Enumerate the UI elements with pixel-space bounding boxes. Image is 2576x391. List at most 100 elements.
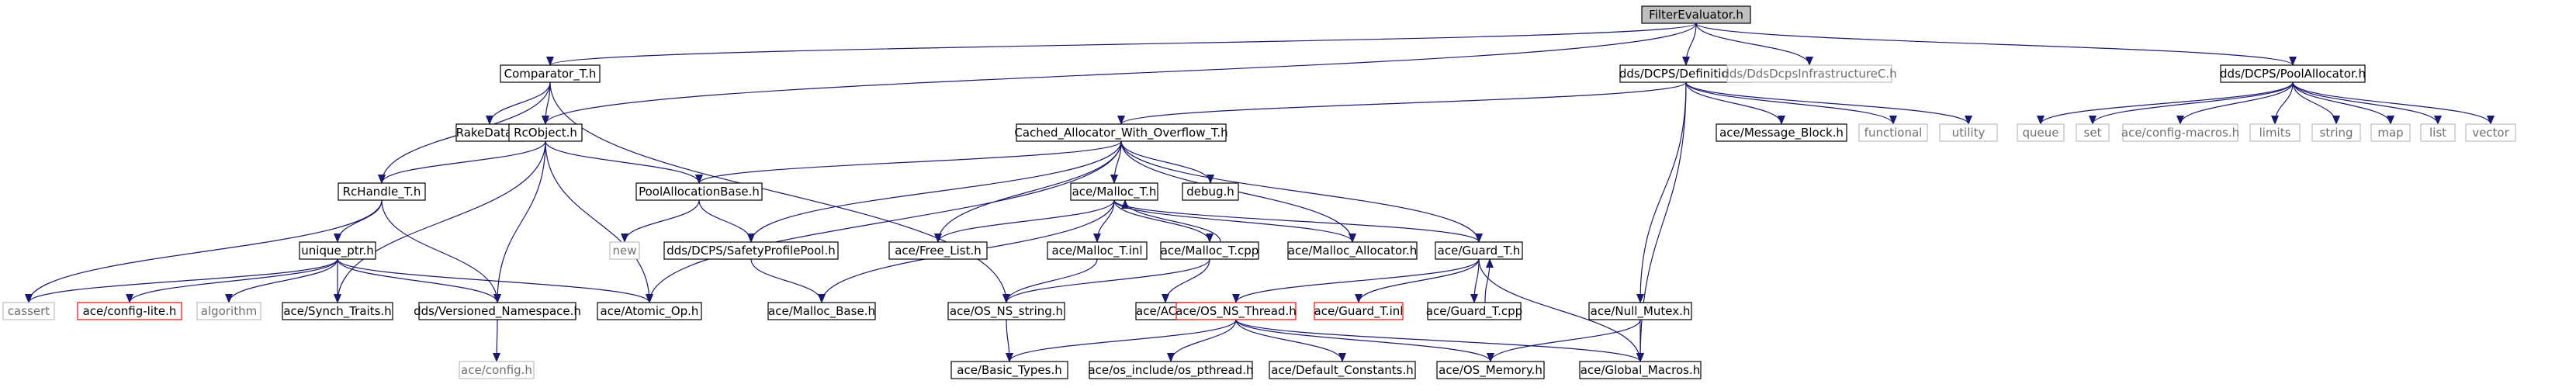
edge-malloct-to-freelist <box>934 199 1115 243</box>
edge-poolalloc-to-map <box>2292 81 2394 125</box>
node-infra[interactable]: dds/DdsDcpsInfrastructureC.h <box>1722 64 1897 83</box>
node-malloctcpp[interactable]: ace/Malloc_T.cpp <box>1160 241 1259 260</box>
node-algorithm[interactable]: algorithm <box>196 302 261 320</box>
node-string[interactable]: string <box>2311 123 2361 142</box>
edge-poolalloc-to-list <box>2292 81 2442 125</box>
edge-rcobject-to-rchandle <box>378 140 546 184</box>
edge-cached-to-safetypool <box>747 140 1122 243</box>
node-box <box>508 123 583 142</box>
node-label: ace/config-lite.h <box>83 304 177 318</box>
node-label: ace/config.h <box>461 363 532 377</box>
node-configmacros[interactable]: ace/config-macros.h <box>2121 123 2239 142</box>
node-ospthread[interactable]: ace/os_include/os_pthread.h <box>1088 361 1254 379</box>
node-globalmacros[interactable]: ace/Global_Macros.h <box>1579 361 1702 379</box>
node-config[interactable]: ace/config.h <box>459 361 535 379</box>
node-atomicop[interactable]: ace/Atomic_Op.h <box>597 302 702 320</box>
edge-poolalloc-to-string <box>2292 81 2340 125</box>
node-vector[interactable]: vector <box>2465 123 2516 142</box>
edge-malloctcpp-to-osnsstring <box>1002 258 1210 303</box>
node-label: ace/OS_NS_string.h <box>950 304 1063 319</box>
node-rakedata[interactable]: RakeData.h <box>455 123 524 142</box>
edge-cached-to-debug <box>1120 140 1214 184</box>
edge-osnsstring-to-basictypes <box>1005 319 1013 362</box>
node-nullmutex[interactable]: ace/Null_Mutex.h <box>1588 302 1692 320</box>
node-poolalloc[interactable]: dds/DCPS/PoolAllocator.h <box>2220 64 2366 83</box>
node-malloctinl[interactable]: ace/Malloc_T.inl <box>1047 241 1148 260</box>
edge-rcobject-to-synchtraits <box>334 140 546 303</box>
node-poolallocbase[interactable]: PoolAllocationBase.h <box>635 182 763 201</box>
node-mallocallocator[interactable]: ace/Malloc_Allocator.h <box>1287 241 1418 260</box>
edge-poolalloc-to-vector <box>2292 81 2495 125</box>
edge-malloctcpp-to-aceh <box>1162 258 1210 303</box>
node-box <box>1427 302 1522 320</box>
node-label: ace/Global_Macros.h <box>1581 363 1701 378</box>
edge-poolalloc-to-queue <box>2037 81 2294 125</box>
node-filter[interactable]: FilterEvaluator.h <box>1641 5 1751 24</box>
node-comparator[interactable]: Comparator_T.h <box>500 64 601 83</box>
node-label: dds/DCPS/SafetyProfilePool.h <box>667 244 836 258</box>
node-utility[interactable]: utility <box>1939 123 1998 142</box>
edge-guardt-to-globalmacros <box>1478 258 1644 362</box>
node-label: map <box>2377 126 2403 140</box>
node-malloct[interactable]: ace/Malloc_T.h <box>1070 182 1158 201</box>
node-box <box>196 302 261 320</box>
node-box <box>500 64 601 83</box>
node-guardt[interactable]: ace/Guard_T.h <box>1435 241 1523 260</box>
node-label: ace/Guard_T.h <box>1438 244 1521 258</box>
edge-cached-to-poolallocbase <box>695 140 1122 184</box>
node-osnsstring[interactable]: ace/OS_NS_string.h <box>947 302 1065 320</box>
node-mallocbase[interactable]: ace/Malloc_Base.h <box>767 302 876 320</box>
node-basictypes[interactable]: ace/Basic_Types.h <box>950 361 1068 379</box>
node-functional[interactable]: functional <box>1858 123 1928 142</box>
node-guardtinl[interactable]: ace/Guard_T.inl <box>1314 302 1404 320</box>
node-box <box>2311 123 2361 142</box>
node-osnsthread[interactable]: ace/OS_NS_Thread.h <box>1175 302 1297 320</box>
node-freelist[interactable]: ace/Free_List.h <box>888 241 988 260</box>
node-definitions[interactable]: dds/DCPS/Definitions.h <box>1619 64 1753 83</box>
node-map[interactable]: map <box>2370 123 2411 142</box>
node-box <box>1436 361 1545 379</box>
node-rcobject[interactable]: RcObject.h <box>508 123 583 142</box>
node-osmemory[interactable]: ace/OS_Memory.h <box>1436 361 1545 379</box>
node-synchtraits[interactable]: ace/Synch_Traits.h <box>282 302 393 320</box>
node-cached[interactable]: Cached_Allocator_With_Overflow_T.h <box>1014 123 1228 142</box>
node-versioned[interactable]: dds/Versioned_Namespace.h <box>414 302 581 320</box>
edge-osnsthread-to-defconst <box>1235 319 1346 362</box>
node-msgblock[interactable]: ace/Message_Block.h <box>1716 123 1847 142</box>
node-rchandle[interactable]: RcHandle_T.h <box>338 182 426 201</box>
node-label: ace/config-macros.h <box>2121 126 2239 140</box>
node-configlite[interactable]: ace/config-lite.h <box>77 302 182 320</box>
node-box <box>1579 361 1702 379</box>
node-new[interactable]: new <box>609 241 640 260</box>
node-label: dds/Versioned_Namespace.h <box>414 304 581 319</box>
edge-definitions-to-msgblock <box>1685 81 1785 125</box>
node-cassert[interactable]: cassert <box>2 302 55 320</box>
node-label: Cached_Allocator_With_Overflow_T.h <box>1014 126 1227 140</box>
node-set[interactable]: set <box>2076 123 2110 142</box>
node-uniqueptr[interactable]: unique_ptr.h <box>299 241 376 260</box>
node-queue[interactable]: queue <box>2017 123 2065 142</box>
node-limits[interactable]: limits <box>2249 123 2301 142</box>
node-list[interactable]: list <box>2420 123 2456 142</box>
node-box <box>282 302 393 320</box>
edge-guardtcpp-to-guardt <box>1484 258 1494 303</box>
node-box <box>947 302 1065 320</box>
node-label: ace/Malloc_Allocator.h <box>1288 244 1417 258</box>
node-label: ace/os_include/os_pthread.h <box>1088 363 1253 378</box>
edge-rcobject-to-atomicop <box>545 140 653 303</box>
node-box <box>418 302 576 320</box>
edge-definitions-to-nullmutex <box>1636 81 1687 303</box>
node-box <box>1182 182 1239 201</box>
node-debug[interactable]: debug.h <box>1182 182 1239 201</box>
node-label: RakeData.h <box>456 126 524 140</box>
node-label: vector <box>2472 126 2509 140</box>
node-label: Comparator_T.h <box>504 67 597 81</box>
node-guardtcpp[interactable]: ace/Guard_T.cpp <box>1426 302 1522 320</box>
node-box <box>597 302 702 320</box>
node-defconst[interactable]: ace/Default_Constants.h <box>1269 361 1416 379</box>
edge-rchandle-to-uniqueptr <box>334 199 383 243</box>
node-label: unique_ptr.h <box>301 244 373 258</box>
node-box <box>1016 123 1227 142</box>
node-label: ace/Message_Block.h <box>1719 126 1844 140</box>
node-safetypool[interactable]: dds/DCPS/SafetyProfilePool.h <box>663 241 839 260</box>
